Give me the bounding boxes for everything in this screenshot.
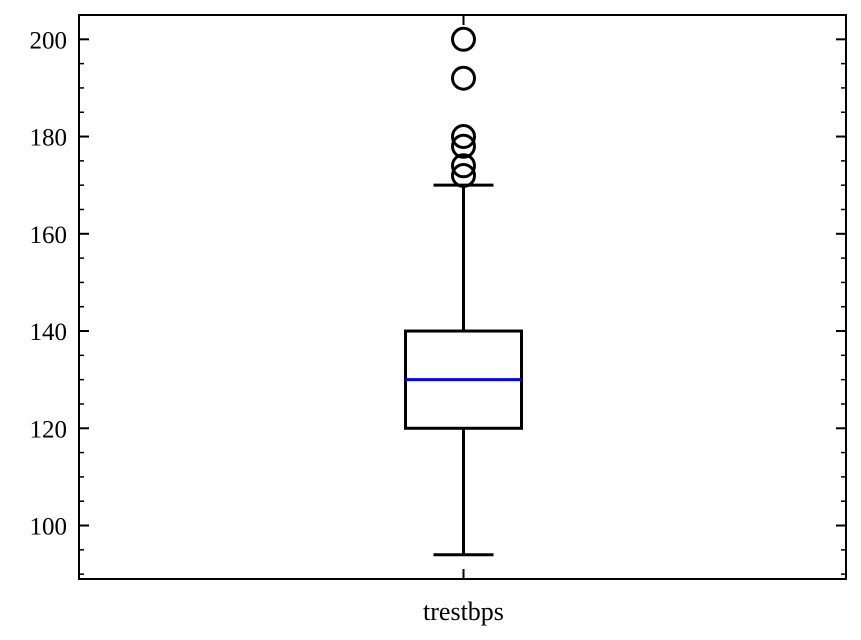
axis-ticks [79,14,846,579]
y-tick-label: 180 [30,125,68,152]
outlier-point [451,133,476,159]
y-tick-label: 140 [30,319,68,346]
y-tick-label: 120 [30,416,68,443]
y-tick-label: 100 [30,514,68,541]
x-tick-label: trestbps [423,597,504,626]
outlier-point [451,26,476,52]
outlier-points [451,26,476,188]
outlier-point [451,124,476,150]
y-tick-labels: 100 120 140 160 180 200 [30,27,68,540]
y-tick-label: 160 [30,222,68,249]
outlier-point [451,153,476,179]
outlier-point [451,65,476,91]
outlier-point [451,162,476,188]
y-tick-label: 200 [30,27,68,54]
box-group [404,183,523,557]
